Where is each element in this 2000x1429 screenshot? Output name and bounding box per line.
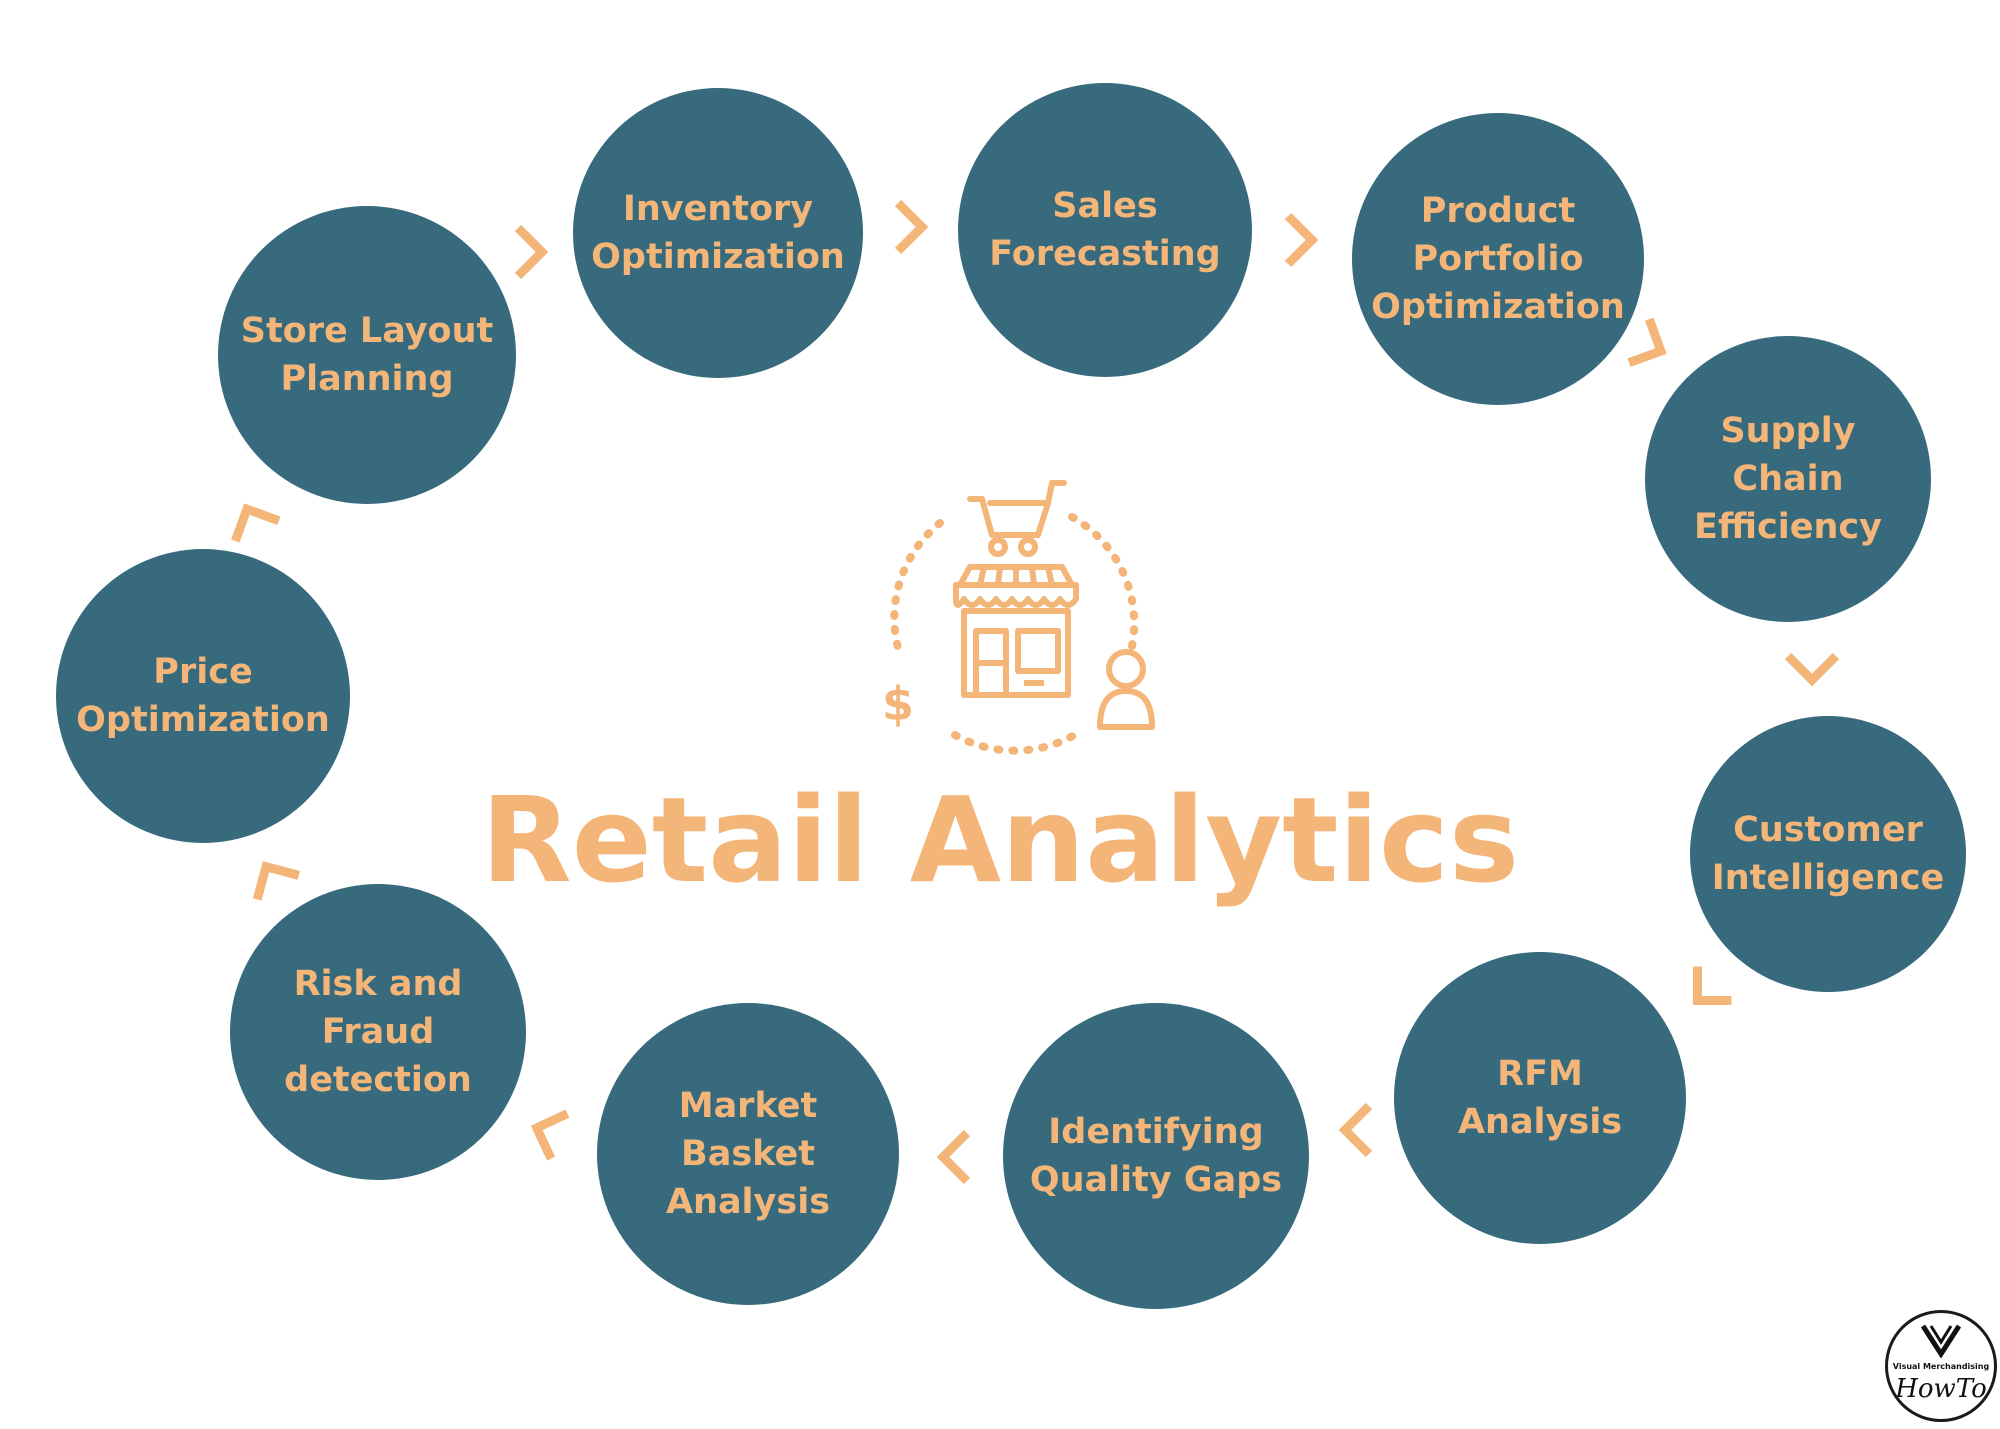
- dotted-cycle-arc: [890, 519, 944, 659]
- node-market-basket-analysis: Market Basket Analysis: [597, 1003, 899, 1305]
- visual-merchandising-howto-logo: Visual Merchandising HowTo: [1885, 1310, 1997, 1422]
- chevron-right-icon: [498, 220, 562, 284]
- chevron-right-icon: [1268, 208, 1332, 272]
- logo-name: Visual Merchandising: [1892, 1362, 1990, 1371]
- chevron-left-icon: [1325, 1098, 1389, 1162]
- node-label: Risk and Fraud detection: [284, 964, 472, 1100]
- node-label: Sales Forecasting: [989, 186, 1221, 274]
- node-inventory-optimization: Inventory Optimization: [573, 88, 863, 378]
- node-label: Store Layout Planning: [240, 311, 494, 399]
- node-label: Product Portfolio Optimization: [1371, 191, 1625, 327]
- diagram-title: Retail Analytics: [480, 771, 1520, 909]
- node-store-layout-planning: Store Layout Planning: [218, 206, 516, 504]
- node-label: Inventory Optimization: [591, 189, 845, 277]
- retail-store-icon: $: [882, 480, 1155, 755]
- node-label: Customer Intelligence: [1711, 810, 1945, 898]
- node-label: Price Optimization: [76, 652, 330, 740]
- logo-ring: [1885, 1310, 1997, 1422]
- node-customer-intelligence: Customer Intelligence: [1690, 716, 1966, 992]
- node-price-optimization: Price Optimization: [56, 549, 350, 843]
- node-identifying-quality-gaps: Identifying Quality Gaps: [1003, 1003, 1309, 1309]
- node-label: Supply Chain Efficiency: [1694, 411, 1882, 547]
- chevron-right-icon: [1607, 303, 1692, 388]
- chevron-down-icon: [1780, 636, 1844, 700]
- node-supply-chain-efficiency: Supply Chain Efficiency: [1645, 336, 1931, 622]
- node-rfm-analysis: RFM Analysis: [1394, 952, 1686, 1244]
- chevron-left-icon: [1661, 947, 1752, 1038]
- shopping-cart-icon: [967, 480, 1067, 557]
- node-product-portfolio-optimization: Product Portfolio Optimization: [1352, 113, 1644, 405]
- node-risk-and-fraud-detection: Risk and Fraud detection: [230, 884, 526, 1180]
- node-label: Market Basket Analysis: [665, 1086, 831, 1222]
- node-label: RFM Analysis: [1457, 1054, 1623, 1142]
- node-sales-forecasting: Sales Forecasting: [958, 83, 1252, 377]
- chevron-left-icon: [923, 1125, 987, 1189]
- person-icon: [1097, 649, 1155, 730]
- logo-tagline: HowTo: [1895, 1374, 1987, 1404]
- chevron-up-icon: [209, 477, 294, 562]
- chevron-left-icon: [507, 1091, 589, 1173]
- chevron-right-icon: [878, 195, 942, 259]
- storefront-icon: [953, 564, 1079, 698]
- dollar-icon: $: [882, 677, 914, 731]
- dotted-cycle-arc: [1068, 513, 1139, 659]
- logo-v-mark-icon: [1921, 1324, 1961, 1358]
- node-label: Identifying Quality Gaps: [1029, 1112, 1283, 1200]
- chevron-up-icon: [228, 833, 315, 920]
- dotted-cycle-arc: [951, 729, 1082, 755]
